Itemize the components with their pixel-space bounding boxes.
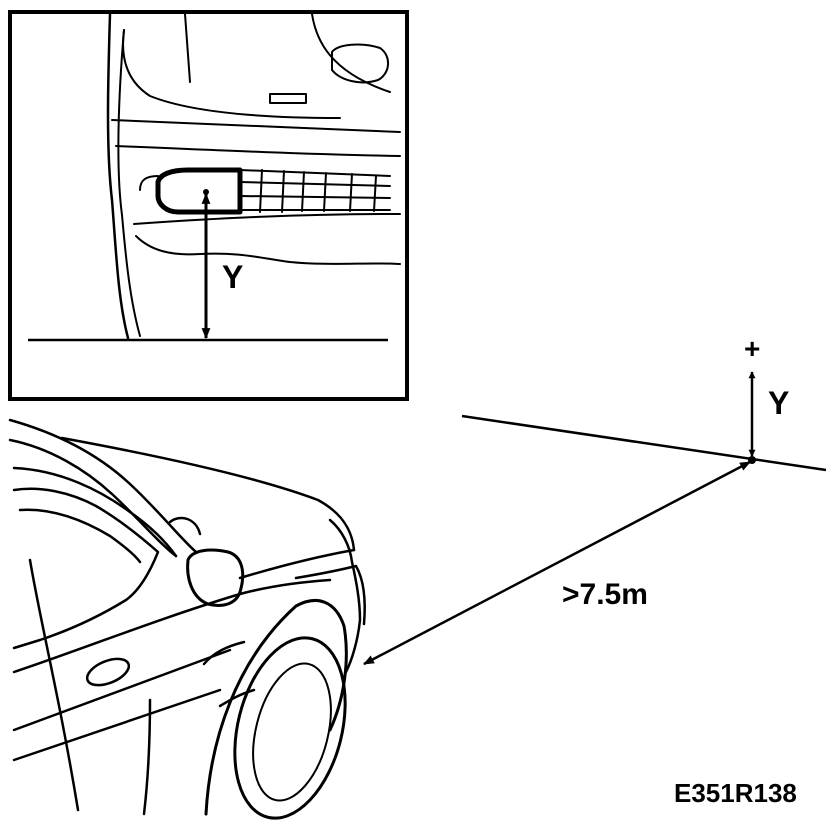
target-plus-label: + (744, 333, 760, 364)
screen-horizon-line (461, 414, 827, 472)
inset-lamp-center (203, 189, 209, 195)
car-hood-front (238, 548, 356, 580)
car-wheel-arch (204, 599, 348, 816)
car-door-line (12, 648, 232, 732)
inset-bumper-corner (139, 175, 159, 191)
car-wheel-rim (252, 662, 332, 802)
car-fender-trim (218, 688, 256, 708)
car-sill-line (12, 688, 222, 762)
inset-body-edge-inner (117, 29, 141, 337)
car-windshield (12, 466, 178, 558)
car-hood-line (60, 436, 356, 552)
car-door-edge (142, 698, 152, 816)
car-illustration (8, 418, 366, 820)
car-roof-line (8, 418, 198, 554)
figure-code: E351R138 (674, 778, 797, 808)
car-roof-inner (8, 438, 178, 558)
car-fender-crease (202, 640, 246, 666)
inset-detail: Y (8, 10, 409, 401)
inset-bumper-line (115, 145, 401, 157)
inset-fender-curve (122, 29, 341, 119)
car-headlamp-corner (328, 518, 362, 674)
car-window-frame (12, 487, 160, 650)
inset-height-label: Y (222, 259, 243, 295)
inset-hood-line (184, 14, 191, 83)
car-a-pillar (28, 558, 80, 812)
car-mirror-stalk (168, 516, 202, 536)
inset-indicator (331, 43, 389, 84)
aiming-screen: + Y (461, 333, 827, 472)
distance-arrow (363, 460, 751, 666)
car-window-inner (18, 508, 142, 564)
inset-bumper-top (111, 119, 401, 133)
inset-hood-curve (311, 14, 391, 93)
target-height-label: Y (768, 385, 789, 421)
car-tyre (233, 636, 347, 820)
car-mirror (186, 548, 245, 607)
car-door-handle (85, 657, 131, 687)
inset-emblem (269, 93, 307, 104)
inset-bumper-bottom (135, 235, 401, 265)
inset-bumper-lower (133, 213, 401, 225)
inset-grille (239, 169, 391, 213)
distance-label: >7.5m (562, 578, 648, 611)
car-belt-line (12, 578, 332, 674)
inset-headlamp (155, 167, 243, 215)
inset-body-edge (106, 14, 130, 340)
distance-indicator: >7.5m (363, 460, 751, 666)
